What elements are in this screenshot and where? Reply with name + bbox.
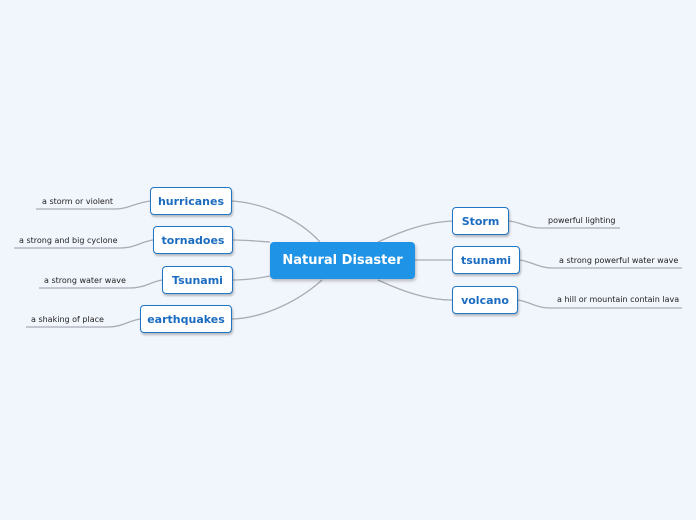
node-label: tsunami	[460, 253, 512, 267]
node-tornadoes[interactable]: tornadoes	[153, 226, 233, 254]
note-tsunami-left[interactable]: a strong water wave	[44, 276, 126, 285]
note-storm[interactable]: powerful lighting	[548, 216, 616, 225]
node-storm[interactable]: Storm	[452, 207, 509, 235]
note-tornadoes[interactable]: a strong and big cyclone	[19, 236, 118, 245]
connector-earthquakes	[231, 279, 323, 320]
note-volcano[interactable]: a hill or mountain contain lava	[557, 295, 680, 304]
note-earthquakes[interactable]: a shaking of place	[31, 315, 104, 324]
note-line-hurricanes	[36, 200, 151, 210]
node-label: earthquakes	[147, 312, 225, 326]
note-line-volcano	[517, 299, 682, 309]
node-volcano[interactable]: volcano	[452, 286, 518, 314]
central-topic-label: Natural Disaster	[282, 253, 403, 268]
node-label: Tsunami	[172, 273, 223, 287]
note-hurricanes[interactable]: a storm or violent	[42, 197, 114, 206]
node-label: tornadoes	[161, 233, 225, 247]
node-label: hurricanes	[157, 194, 225, 208]
central-topic[interactable]: Natural Disaster	[270, 242, 415, 279]
node-hurricanes[interactable]: hurricanes	[150, 187, 232, 215]
connector-tornadoes	[232, 239, 271, 243]
node-tsunami-left[interactable]: Tsunami	[162, 266, 233, 294]
note-tsunami-right[interactable]: a strong powerful water wave	[559, 256, 679, 265]
connector-tsunami-left	[232, 275, 271, 281]
note-line-earthquakes	[26, 318, 141, 328]
connector-storm	[377, 220, 453, 243]
node-label: volcano	[461, 293, 509, 307]
connector-volcano	[377, 279, 453, 301]
node-label: Storm	[461, 214, 500, 228]
note-line-tornadoes	[14, 239, 154, 249]
connector-hurricanes	[231, 200, 321, 243]
note-line-tsunami-left	[39, 279, 163, 289]
note-line-tsunami-right	[519, 259, 682, 269]
node-earthquakes[interactable]: earthquakes	[140, 305, 232, 333]
note-line-storm	[508, 220, 620, 229]
node-tsunami-right[interactable]: tsunami	[452, 246, 520, 274]
